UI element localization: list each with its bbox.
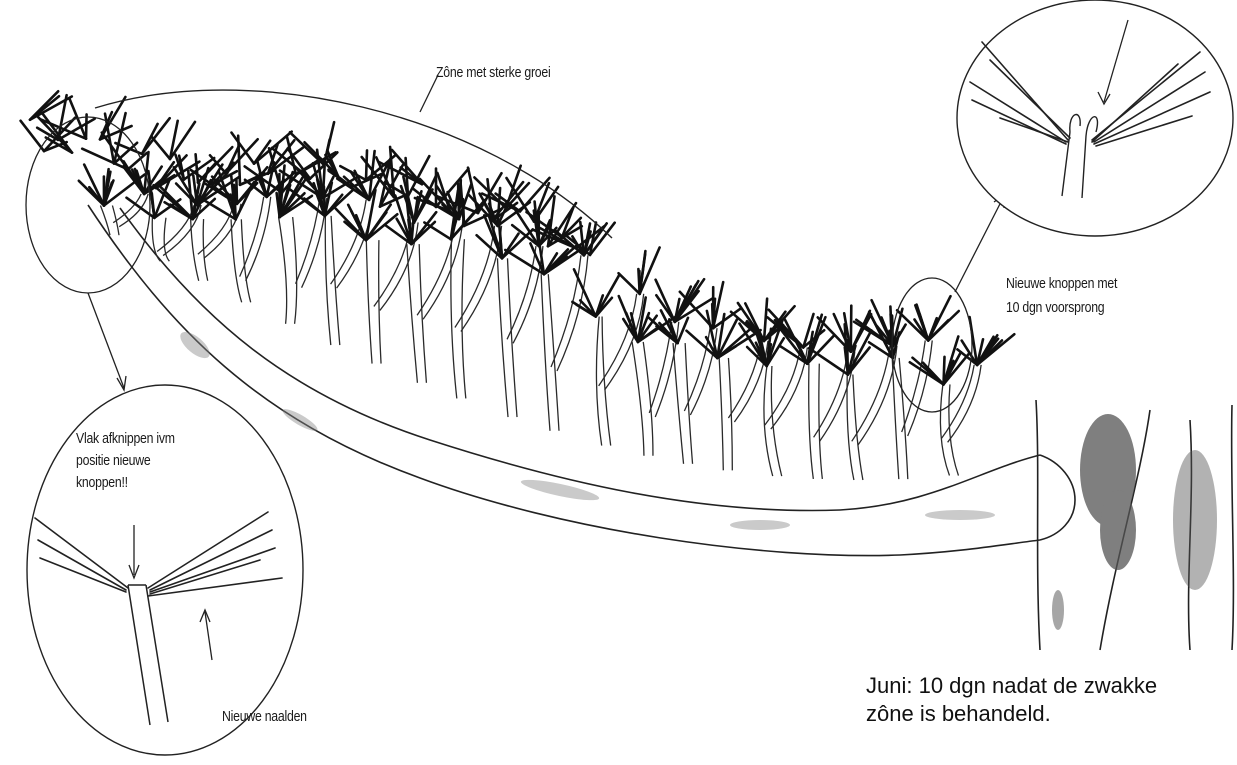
needle (21, 121, 44, 151)
needle (336, 209, 366, 241)
twig (379, 240, 381, 363)
twig-fork (858, 346, 897, 445)
needle (226, 145, 239, 174)
twig (497, 258, 508, 417)
twig (203, 219, 208, 281)
twig (541, 274, 550, 431)
needle (84, 165, 104, 206)
twig (719, 358, 723, 470)
twig-fork (902, 340, 926, 432)
twig-fork (455, 226, 495, 328)
cut-flat-label-line2: positie nieuwe (76, 450, 175, 472)
needle (619, 273, 640, 294)
cut-flat-label-line3: knoppen!! (76, 472, 175, 494)
twig (847, 374, 854, 480)
twig-fork (557, 255, 588, 371)
needle (152, 137, 170, 159)
twig (673, 343, 684, 464)
twig (407, 244, 418, 383)
needle (928, 296, 950, 340)
twig-fork (240, 197, 264, 277)
twig (819, 364, 822, 479)
twig (231, 219, 242, 302)
twig (293, 217, 297, 324)
needle (596, 275, 620, 317)
needle (809, 348, 848, 374)
trunk-bark-shading (1052, 414, 1217, 630)
needle (460, 180, 464, 226)
branch-shading (176, 327, 995, 530)
needle (226, 139, 258, 173)
twig (325, 216, 331, 345)
twig (632, 342, 644, 456)
twig (892, 358, 899, 479)
needle (656, 280, 675, 322)
twig (602, 317, 611, 446)
new-needles-label: Nieuwe naalden (222, 708, 307, 725)
twig (643, 342, 653, 456)
needle (305, 142, 339, 176)
needle (236, 180, 237, 204)
needle-clusters (21, 91, 1015, 384)
new-buds-label: Nieuwe knoppen met 10 dgn voorsprong (1006, 272, 1117, 320)
needle (764, 299, 767, 341)
twig-fork (948, 365, 982, 442)
new-buds-label-line1: Nieuwe knoppen met (1006, 272, 1117, 296)
twig-fork (246, 197, 271, 281)
twig (152, 218, 160, 261)
twig-fork (908, 340, 933, 436)
needle (86, 114, 87, 138)
twig (685, 343, 692, 464)
cut-flat-label: Vlak afknippen ivm positie nieuwe knoppe… (76, 428, 175, 494)
new-buds-arrow (955, 196, 1004, 292)
cut-flat-label-line1: Vlak afknippen ivm (76, 428, 175, 450)
twig (419, 244, 426, 383)
growth-zone-label: Zône met sterke groei (436, 64, 550, 81)
twig-fork (852, 346, 890, 441)
needle (712, 304, 713, 328)
cut-zone-arrow (88, 293, 124, 388)
twig (809, 364, 814, 479)
needle (424, 223, 450, 240)
twig (596, 317, 601, 446)
new-buds-label-line2: 10 dgn voorsprong (1006, 296, 1117, 320)
twig (366, 240, 372, 363)
caption-line2: zône is behandeld. (866, 700, 1157, 728)
needle (196, 154, 198, 182)
new-buds-detail (957, 0, 1233, 236)
caption: Juni: 10 dgn nadat de zwakke zône is beh… (866, 672, 1157, 728)
twig (279, 217, 287, 324)
caption-line1: Juni: 10 dgn nadat de zwakke (866, 672, 1157, 700)
twig (462, 239, 466, 398)
needle (79, 181, 104, 206)
needle (851, 314, 871, 352)
